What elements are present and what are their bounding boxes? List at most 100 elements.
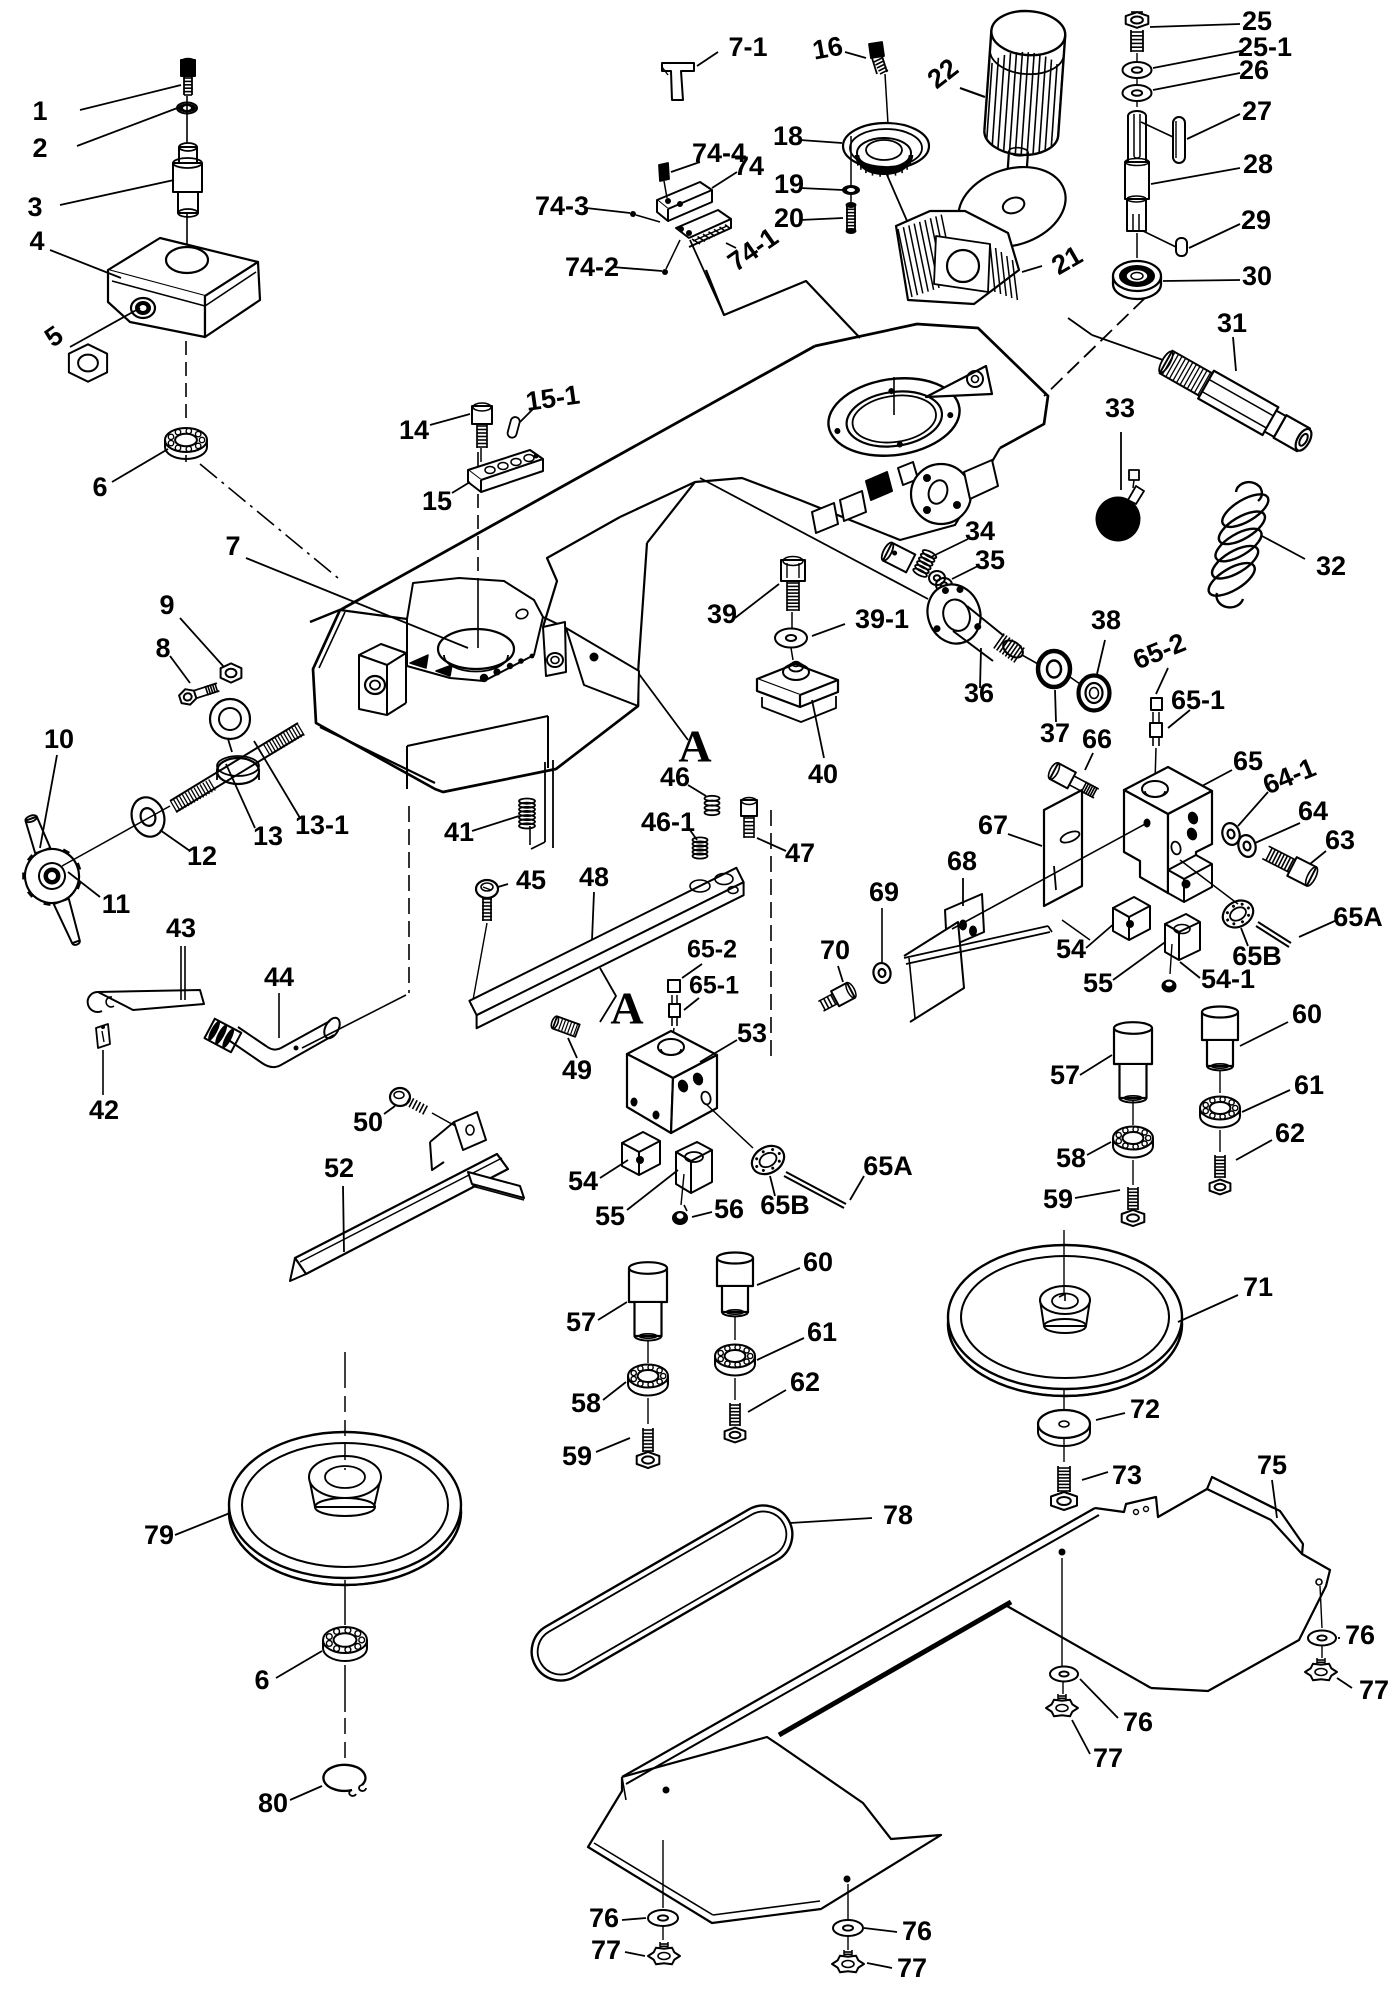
svg-text:55: 55: [1083, 968, 1113, 998]
svg-text:65: 65: [1233, 746, 1263, 776]
svg-text:54: 54: [1056, 934, 1086, 964]
svg-text:68: 68: [947, 846, 977, 876]
svg-text:74-2: 74-2: [565, 252, 619, 282]
svg-text:53: 53: [737, 1018, 767, 1048]
svg-text:37: 37: [1040, 718, 1070, 748]
svg-text:77: 77: [1093, 1743, 1123, 1773]
svg-text:31: 31: [1217, 308, 1247, 338]
svg-text:77: 77: [591, 1935, 621, 1965]
svg-text:71: 71: [1243, 1272, 1273, 1302]
svg-text:78: 78: [883, 1500, 913, 1530]
svg-text:50: 50: [353, 1107, 383, 1137]
svg-text:59: 59: [1043, 1184, 1073, 1214]
svg-text:61: 61: [807, 1317, 837, 1347]
svg-text:20: 20: [774, 203, 804, 233]
svg-text:77: 77: [1359, 1675, 1389, 1705]
svg-text:39-1: 39-1: [855, 604, 909, 634]
svg-text:2: 2: [32, 133, 47, 163]
svg-text:54-1: 54-1: [1201, 964, 1255, 994]
svg-text:44: 44: [264, 962, 294, 992]
svg-text:65A: 65A: [1333, 902, 1383, 932]
svg-text:45: 45: [516, 865, 546, 895]
svg-text:12: 12: [187, 841, 217, 871]
svg-text:77: 77: [897, 1953, 927, 1983]
svg-text:67: 67: [978, 810, 1008, 840]
svg-text:74-3: 74-3: [535, 191, 589, 221]
svg-text:10: 10: [44, 724, 74, 754]
svg-text:16: 16: [810, 31, 845, 66]
svg-text:52: 52: [324, 1153, 354, 1183]
svg-text:42: 42: [89, 1095, 119, 1125]
svg-text:28: 28: [1243, 149, 1273, 179]
svg-text:56: 56: [714, 1194, 744, 1224]
svg-text:15-1: 15-1: [524, 380, 582, 417]
svg-text:55: 55: [595, 1201, 625, 1231]
svg-text:19: 19: [774, 169, 804, 199]
svg-text:75: 75: [1257, 1450, 1287, 1480]
svg-text:65-1: 65-1: [1171, 685, 1225, 715]
svg-text:32: 32: [1316, 551, 1346, 581]
svg-text:36: 36: [964, 678, 994, 708]
svg-text:11: 11: [102, 889, 131, 919]
svg-text:66: 66: [1082, 724, 1112, 754]
svg-text:9: 9: [159, 590, 174, 620]
svg-text:63: 63: [1325, 825, 1355, 855]
svg-text:76: 76: [902, 1916, 932, 1946]
svg-text:65B: 65B: [1232, 941, 1282, 971]
svg-text:39: 39: [707, 599, 737, 629]
svg-text:A: A: [678, 721, 711, 772]
svg-text:48: 48: [579, 862, 609, 892]
svg-text:7: 7: [225, 531, 240, 561]
svg-text:74-4: 74-4: [692, 138, 746, 168]
svg-text:76: 76: [589, 1903, 619, 1933]
svg-text:13: 13: [253, 821, 283, 851]
svg-text:14: 14: [399, 415, 429, 445]
svg-text:38: 38: [1091, 605, 1121, 635]
svg-text:73: 73: [1112, 1460, 1142, 1490]
svg-text:76: 76: [1345, 1620, 1375, 1650]
svg-text:34: 34: [965, 516, 995, 546]
svg-text:79: 79: [144, 1520, 174, 1550]
svg-text:26: 26: [1239, 55, 1269, 85]
svg-text:65B: 65B: [760, 1190, 810, 1220]
svg-text:35: 35: [975, 545, 1005, 575]
svg-text:43: 43: [166, 913, 196, 943]
svg-text:1: 1: [32, 96, 47, 126]
svg-text:A: A: [610, 983, 643, 1034]
svg-text:65A: 65A: [863, 1151, 913, 1181]
svg-text:64: 64: [1298, 796, 1328, 826]
svg-text:25: 25: [1242, 6, 1272, 36]
svg-text:70: 70: [820, 935, 850, 965]
svg-text:18: 18: [773, 121, 803, 151]
svg-text:80: 80: [258, 1788, 288, 1818]
svg-text:76: 76: [1123, 1707, 1153, 1737]
svg-text:41: 41: [444, 817, 474, 847]
svg-text:65-2: 65-2: [687, 936, 737, 964]
svg-text:62: 62: [1275, 1118, 1305, 1148]
svg-text:62: 62: [790, 1367, 820, 1397]
svg-text:3: 3: [27, 192, 42, 222]
svg-text:29: 29: [1241, 205, 1271, 235]
svg-text:7-1: 7-1: [728, 32, 767, 62]
svg-text:46: 46: [660, 762, 690, 792]
svg-text:33: 33: [1105, 393, 1135, 423]
svg-text:60: 60: [803, 1247, 833, 1277]
svg-text:57: 57: [566, 1307, 596, 1337]
svg-text:27: 27: [1242, 96, 1272, 126]
svg-text:74: 74: [734, 151, 764, 181]
svg-text:25-1: 25-1: [1238, 32, 1292, 62]
svg-text:6: 6: [92, 472, 107, 502]
svg-text:46-1: 46-1: [641, 807, 695, 837]
svg-text:13-1: 13-1: [295, 810, 349, 840]
svg-text:49: 49: [562, 1055, 592, 1085]
svg-text:59: 59: [562, 1441, 592, 1471]
svg-text:4: 4: [29, 226, 44, 256]
svg-text:60: 60: [1292, 999, 1322, 1029]
svg-text:47: 47: [785, 838, 815, 868]
svg-text:65-1: 65-1: [689, 972, 739, 1000]
svg-text:40: 40: [808, 759, 838, 789]
svg-text:69: 69: [869, 877, 899, 907]
svg-text:61: 61: [1294, 1070, 1324, 1100]
svg-text:6: 6: [254, 1665, 269, 1695]
svg-text:54: 54: [568, 1166, 598, 1196]
